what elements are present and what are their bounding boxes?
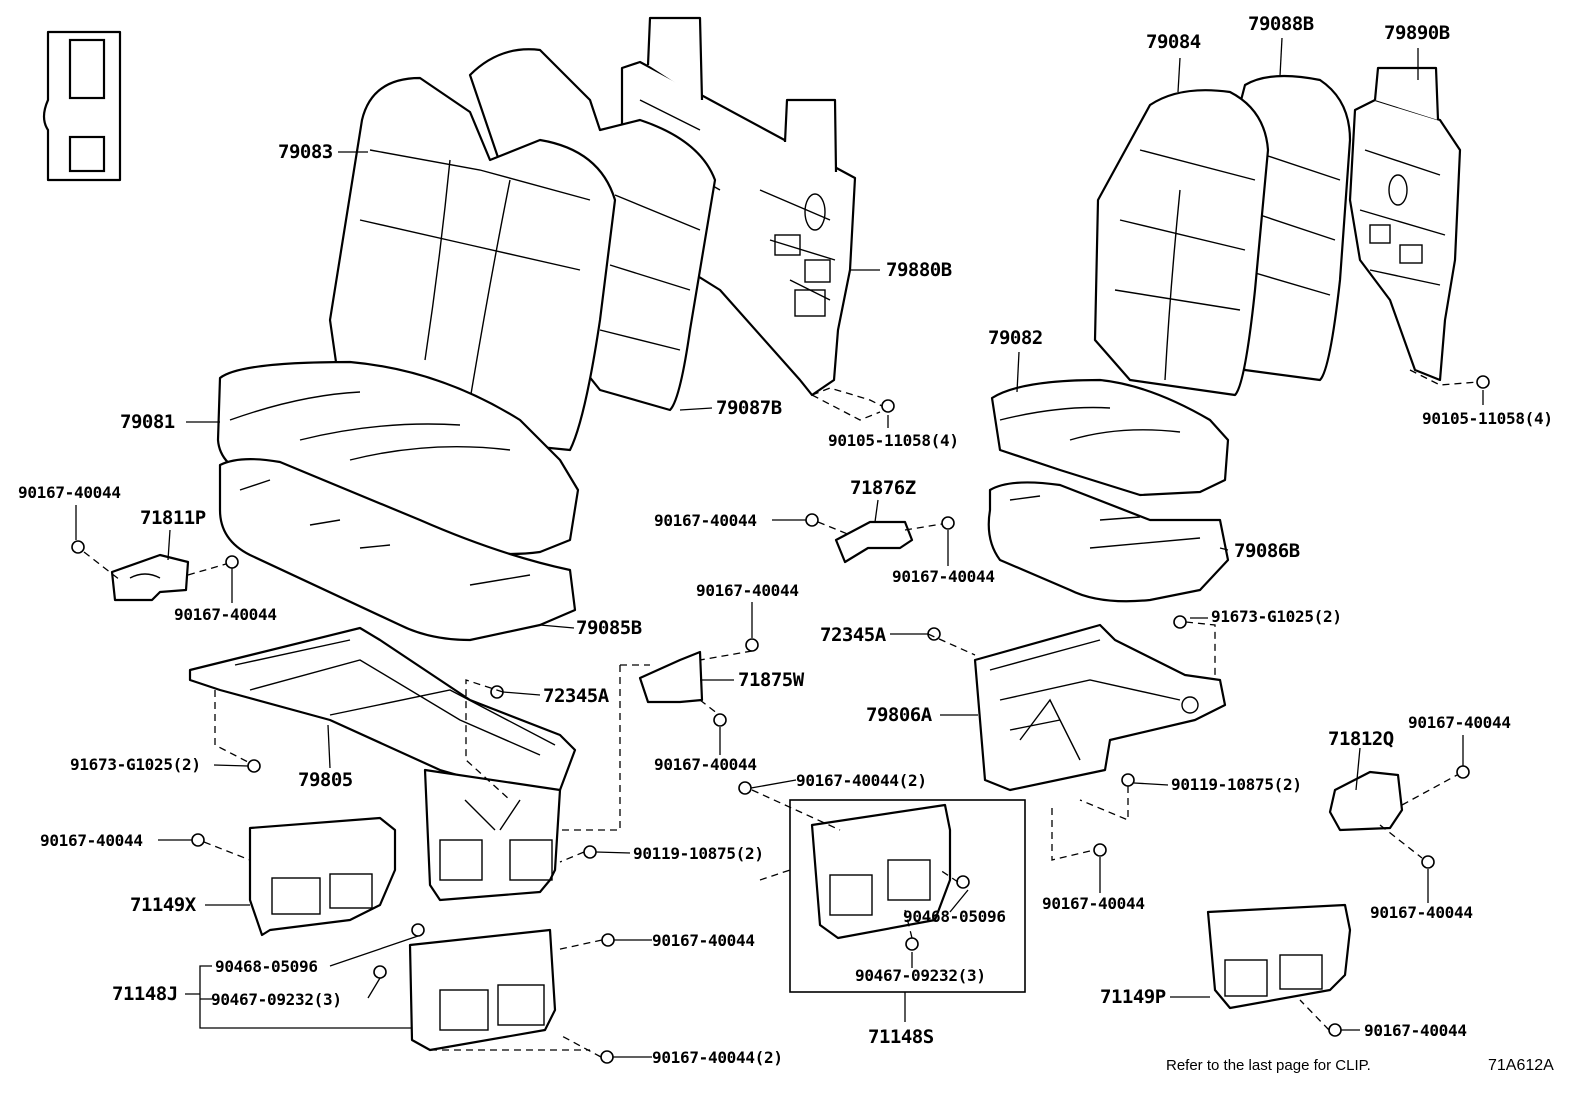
label-71148s: 71148S [868,1026,934,1048]
label-90105-right: 90105-11058(4) [1422,409,1553,428]
label-71812q: 71812Q [1328,728,1394,750]
label-71148j: 71148J [112,983,178,1005]
seat-cushion-79081 [216,360,580,556]
label-90167-d: 90167-40044 [892,567,995,586]
label-72345a-mid: 72345A [820,624,887,646]
label-72345a-left: 72345A [543,685,610,707]
label-71149p: 71149P [1100,986,1166,1008]
label-79083: 79083 [278,141,333,163]
label-90167-m-right: 90167-40044 [1364,1021,1467,1040]
label-79081: 79081 [120,411,175,433]
label-90467-box: 90467-09232(3) [855,966,986,985]
seatback-frame-79890b [1348,66,1462,382]
label-90167-f: 90167-40044 [654,755,757,774]
label-90119-left: 90119-10875(2) [633,844,764,863]
label-90105-mid: 90105-11058(4) [828,431,959,450]
trim-cover-71812q [1328,770,1404,832]
panel-71149p [1206,903,1352,1010]
illustration-code: 71A612A [1488,1057,1554,1074]
panel-71149x [248,816,397,937]
label-79085b: 79085B [576,617,642,639]
label-91673-right: 91673-G1025(2) [1211,607,1342,626]
assembly-lines [83,369,1479,1058]
label-90167-e: 90167-40044 [696,581,799,600]
label-90167-n: 90167-40044(2) [652,1048,783,1067]
leader-lines [75,37,1484,1058]
label-79890b: 79890B [1384,22,1450,44]
seat-cushion-79082 [990,378,1230,497]
cushion-pad-79086b [987,481,1230,603]
label-90167-j: 90167-40044 [1042,894,1145,913]
label-90167-k: 90167-40044 [1370,903,1473,922]
label-79087b: 79087B [716,397,782,419]
label-90119-right: 90119-10875(2) [1171,775,1302,794]
cushion-pad-79085b [218,458,577,642]
label-90167-h: 90167-40044(2) [796,771,927,790]
panel-71148j [408,928,557,1052]
label-90468-left: 90468-05096 [215,957,318,976]
label-79082: 79082 [988,327,1043,349]
label-79086b: 79086B [1234,540,1300,562]
label-71876z: 71876Z [850,477,916,499]
label-79088b: 79088B [1248,13,1314,35]
label-90167-l-mid: 90167-40044 [652,931,755,950]
label-79084: 79084 [1146,31,1201,53]
trim-cover-71875w [638,650,704,704]
label-71875w: 71875W [738,669,805,691]
label-90167-b: 90167-40044 [174,605,277,624]
label-90167-c: 90167-40044 [654,511,757,530]
part-labels: 79083 79081 79880B 79087B 79084 79088B 7… [18,13,1553,1067]
trim-cover-71876z [834,520,914,564]
label-79805: 79805 [298,769,353,791]
trim-cover-71811p [110,553,190,602]
label-90167-a: 90167-40044 [18,483,121,502]
seat-frame-79805 [188,626,577,902]
label-90167-i: 90167-40044 [40,831,143,850]
label-91673-left: 91673-G1025(2) [70,755,201,774]
label-90167-g: 90167-40044 [1408,713,1511,732]
label-79880b: 79880B [886,259,952,281]
label-71149x: 71149X [130,894,197,916]
label-90468-box: 90468-05096 [903,907,1006,926]
label-90467-left: 90467-09232(3) [211,990,342,1009]
panel-71148s-box [789,799,1026,993]
label-71811p: 71811P [140,507,206,529]
seatback-cover-79083 [328,76,617,452]
seat-layout-legend [42,30,122,182]
seatback-cover-79084 [1093,89,1270,397]
clip-reference-note: Refer to the last page for CLIP. [1166,1057,1371,1074]
seat-frame-79806a [973,623,1227,792]
label-79806a: 79806A [866,704,933,726]
